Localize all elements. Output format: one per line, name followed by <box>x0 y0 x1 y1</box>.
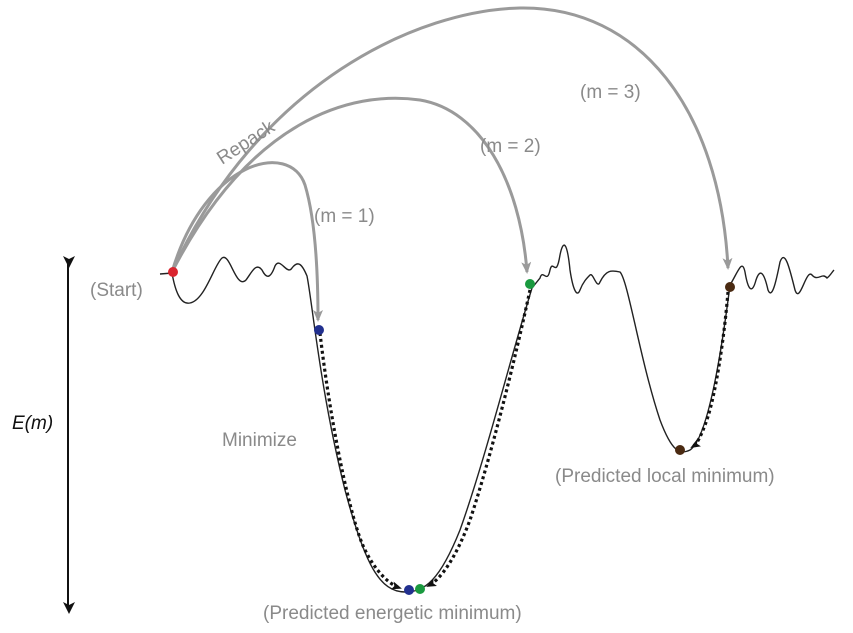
m3-label: (m = 3) <box>580 82 641 103</box>
energetic-minimum-label: (Predicted energetic minimum) <box>263 603 522 624</box>
minimize-label: Minimize <box>222 430 297 451</box>
energy-landscape-curve <box>159 244 835 593</box>
minimize-path-m3 <box>690 291 730 449</box>
local-minimum-label: (Predicted local minimum) <box>555 466 775 487</box>
m1-start-point <box>314 325 324 335</box>
m2-end-point <box>415 584 425 594</box>
energy-axis-label: E(m) <box>12 413 53 434</box>
jump-arrow-m1 <box>170 161 323 322</box>
m2-label: (m = 2) <box>480 136 541 157</box>
m2-start-point <box>525 279 535 289</box>
m1-end-point <box>404 585 414 595</box>
m3-end-point <box>675 445 685 455</box>
m1-label: (m = 1) <box>314 206 375 227</box>
minimize-path-m1 <box>318 332 402 590</box>
m3-start-point <box>725 282 735 292</box>
minimize-path-m2 <box>426 289 532 588</box>
start-point <box>168 267 178 277</box>
start-label: (Start) <box>90 280 143 301</box>
jump-arrow-m2 <box>170 96 532 274</box>
jump-arrow-m3 <box>170 6 733 273</box>
